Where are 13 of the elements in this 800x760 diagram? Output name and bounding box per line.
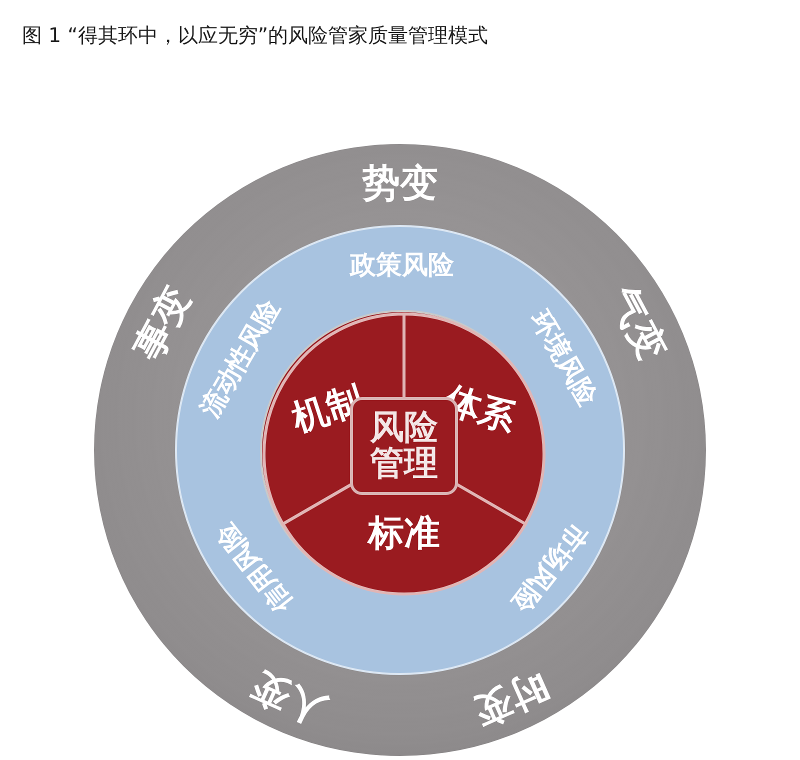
ring-label: 气变	[601, 281, 672, 368]
ring-label: 势变	[362, 164, 438, 204]
risk-label: 信用风险	[212, 517, 298, 616]
ring-label: 事变	[128, 281, 199, 368]
ring-label: 时变	[468, 664, 554, 732]
risk-label: 流动性风险	[196, 296, 286, 422]
center-label: 风险管理	[368, 410, 439, 482]
figure-title: 图 1 “得其环中，以应无穷”的风险管家质量管理模式	[22, 22, 488, 49]
sector-label: 标准	[368, 515, 440, 553]
risk-label: 市场风险	[506, 517, 592, 616]
ring-label: 人变	[246, 664, 332, 732]
risk-label: 环境风险	[525, 307, 601, 411]
risk-label: 政策风险	[350, 252, 454, 280]
